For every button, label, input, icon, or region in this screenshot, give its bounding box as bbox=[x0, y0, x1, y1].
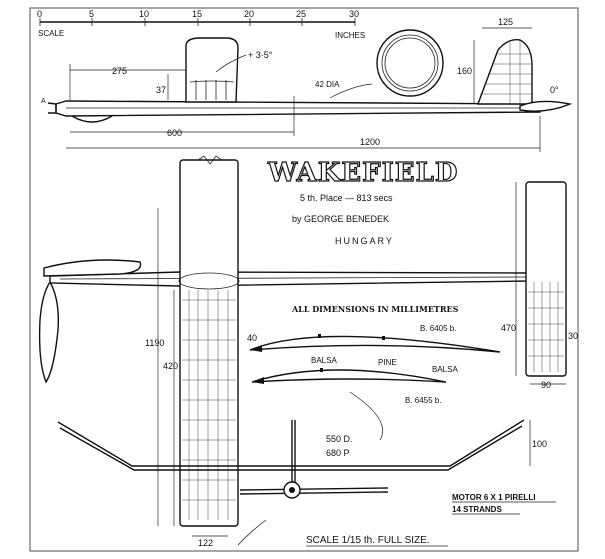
scale-tick-20: 20 bbox=[244, 9, 254, 19]
dim-275: 275 bbox=[112, 66, 127, 76]
drawing-scale-note: SCALE 1/15 th. FULL SIZE. bbox=[306, 535, 430, 546]
scale-units: INCHES bbox=[335, 31, 365, 40]
placing: 5 th. Place — 813 secs bbox=[300, 193, 393, 203]
dim-420: 420 bbox=[163, 361, 178, 371]
scale-tick-0: 0 bbox=[37, 9, 42, 19]
dim-160: 160 bbox=[457, 66, 472, 76]
plan-view: 1190 420 122 470 90 30 bbox=[38, 155, 578, 548]
tail-incidence: 0° bbox=[550, 85, 559, 95]
material-balsa-left: BALSA bbox=[311, 356, 337, 365]
dimensions-note: ALL DIMENSIONS IN MILLIMETRES bbox=[291, 304, 459, 314]
title-wakefield: WAKEFIELD bbox=[267, 158, 458, 188]
motor-note: MOTOR 6 X 1 PIRELLI 14 STRANDS bbox=[452, 493, 556, 515]
tailplane-planform bbox=[525, 181, 567, 377]
dim-1190: 1190 bbox=[145, 338, 164, 348]
section-lower-label: B. 6455 b. bbox=[405, 396, 441, 405]
dim-40: 40 bbox=[247, 333, 257, 343]
svg-text:A: A bbox=[41, 98, 46, 105]
dim-125: 125 bbox=[498, 17, 513, 27]
section-upper-label: B. 6405 b. bbox=[420, 324, 456, 333]
wing-sections: ALL DIMENSIONS IN MILLIMETRES 40 B. 6405… bbox=[247, 304, 501, 405]
motor-strands: 14 STRANDS bbox=[452, 505, 502, 514]
dim-90: 90 bbox=[541, 380, 551, 390]
front-view: 100 550 D. 680 P bbox=[57, 391, 547, 546]
wing-incidence: + 3·5° bbox=[248, 50, 273, 60]
scale-tick-25: 25 bbox=[296, 9, 306, 19]
dim-122: 122 bbox=[198, 538, 213, 548]
country: HUNGARY bbox=[335, 236, 394, 246]
scale-bar: 0 5 10 15 20 25 30 SCALE INCHES bbox=[37, 9, 365, 40]
scale-tick-10: 10 bbox=[139, 9, 149, 19]
prop-diameter: 550 D. bbox=[326, 434, 353, 444]
scale-label: SCALE bbox=[38, 29, 64, 38]
dim-100: 100 bbox=[532, 439, 547, 449]
dim-37: 37 bbox=[156, 85, 166, 95]
dim-1200: 1200 bbox=[360, 137, 380, 147]
dim-30: 30 bbox=[568, 331, 578, 341]
propeller-blade bbox=[38, 280, 60, 384]
dim-470: 470 bbox=[501, 323, 516, 333]
prop-pitch: 680 P bbox=[326, 448, 350, 458]
dim-600: 600 bbox=[167, 128, 182, 138]
material-balsa-right: BALSA bbox=[432, 365, 458, 374]
drawing-border bbox=[29, 7, 579, 552]
fuselage-diameter: 42 DIA bbox=[315, 80, 340, 89]
designer: by GEORGE BENEDEK bbox=[292, 214, 389, 224]
scale-tick-30: 30 bbox=[349, 9, 359, 19]
material-pine: PINE bbox=[378, 358, 397, 367]
scale-tick-15: 15 bbox=[192, 9, 202, 19]
title-block: WAKEFIELD 5 th. Place — 813 secs by GEOR… bbox=[266, 157, 458, 246]
wing-planform bbox=[179, 159, 239, 527]
side-view: A 275 37 + 3·5° 42 DIA bbox=[41, 17, 573, 152]
scale-tick-5: 5 bbox=[89, 9, 94, 19]
fuselage-cross-section bbox=[376, 29, 444, 97]
motor-spec: MOTOR 6 X 1 PIRELLI bbox=[452, 493, 535, 502]
